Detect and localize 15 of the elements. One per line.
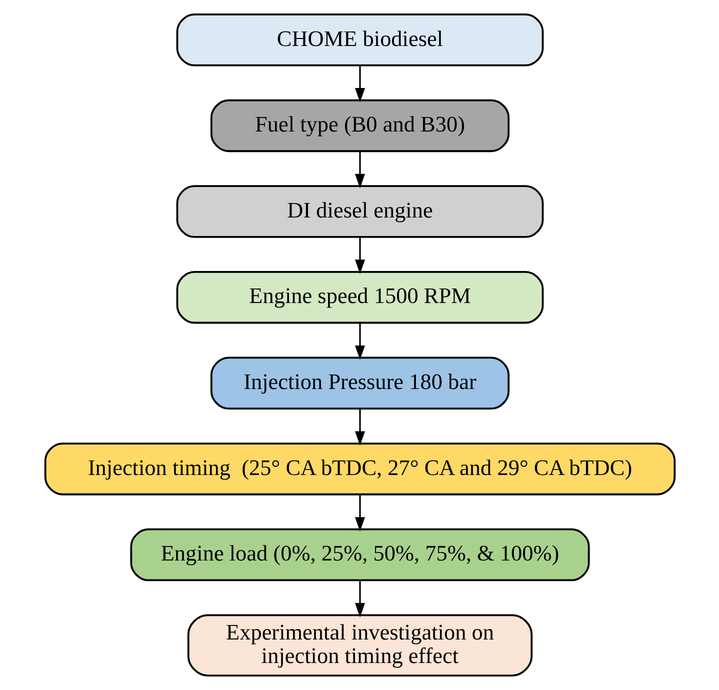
node-box: Injection Pressure 180 bar [210,356,510,410]
arrow [354,151,365,188]
arrow [354,322,365,360]
node-box: DI diesel engine [176,185,544,238]
node-box: Engine speed 1500 RPM [176,270,544,324]
node-box: Engine load (0%, 25%, 50%, 75%, & 100%) [130,528,590,582]
arrow [354,237,365,274]
arrow [354,494,365,532]
arrow [354,580,365,618]
node-box: Injection timing (25° CA bTDC, 27° CA and 29° CA bTDC) [44,442,676,496]
node-box: Fuel type (B0 and B30) [210,99,510,152]
arrow [354,65,365,102]
arrow [354,408,365,446]
node-box: Experimental investigation on injection timing effect [186,614,532,676]
node-box: CHOME biodiesel [176,14,544,66]
